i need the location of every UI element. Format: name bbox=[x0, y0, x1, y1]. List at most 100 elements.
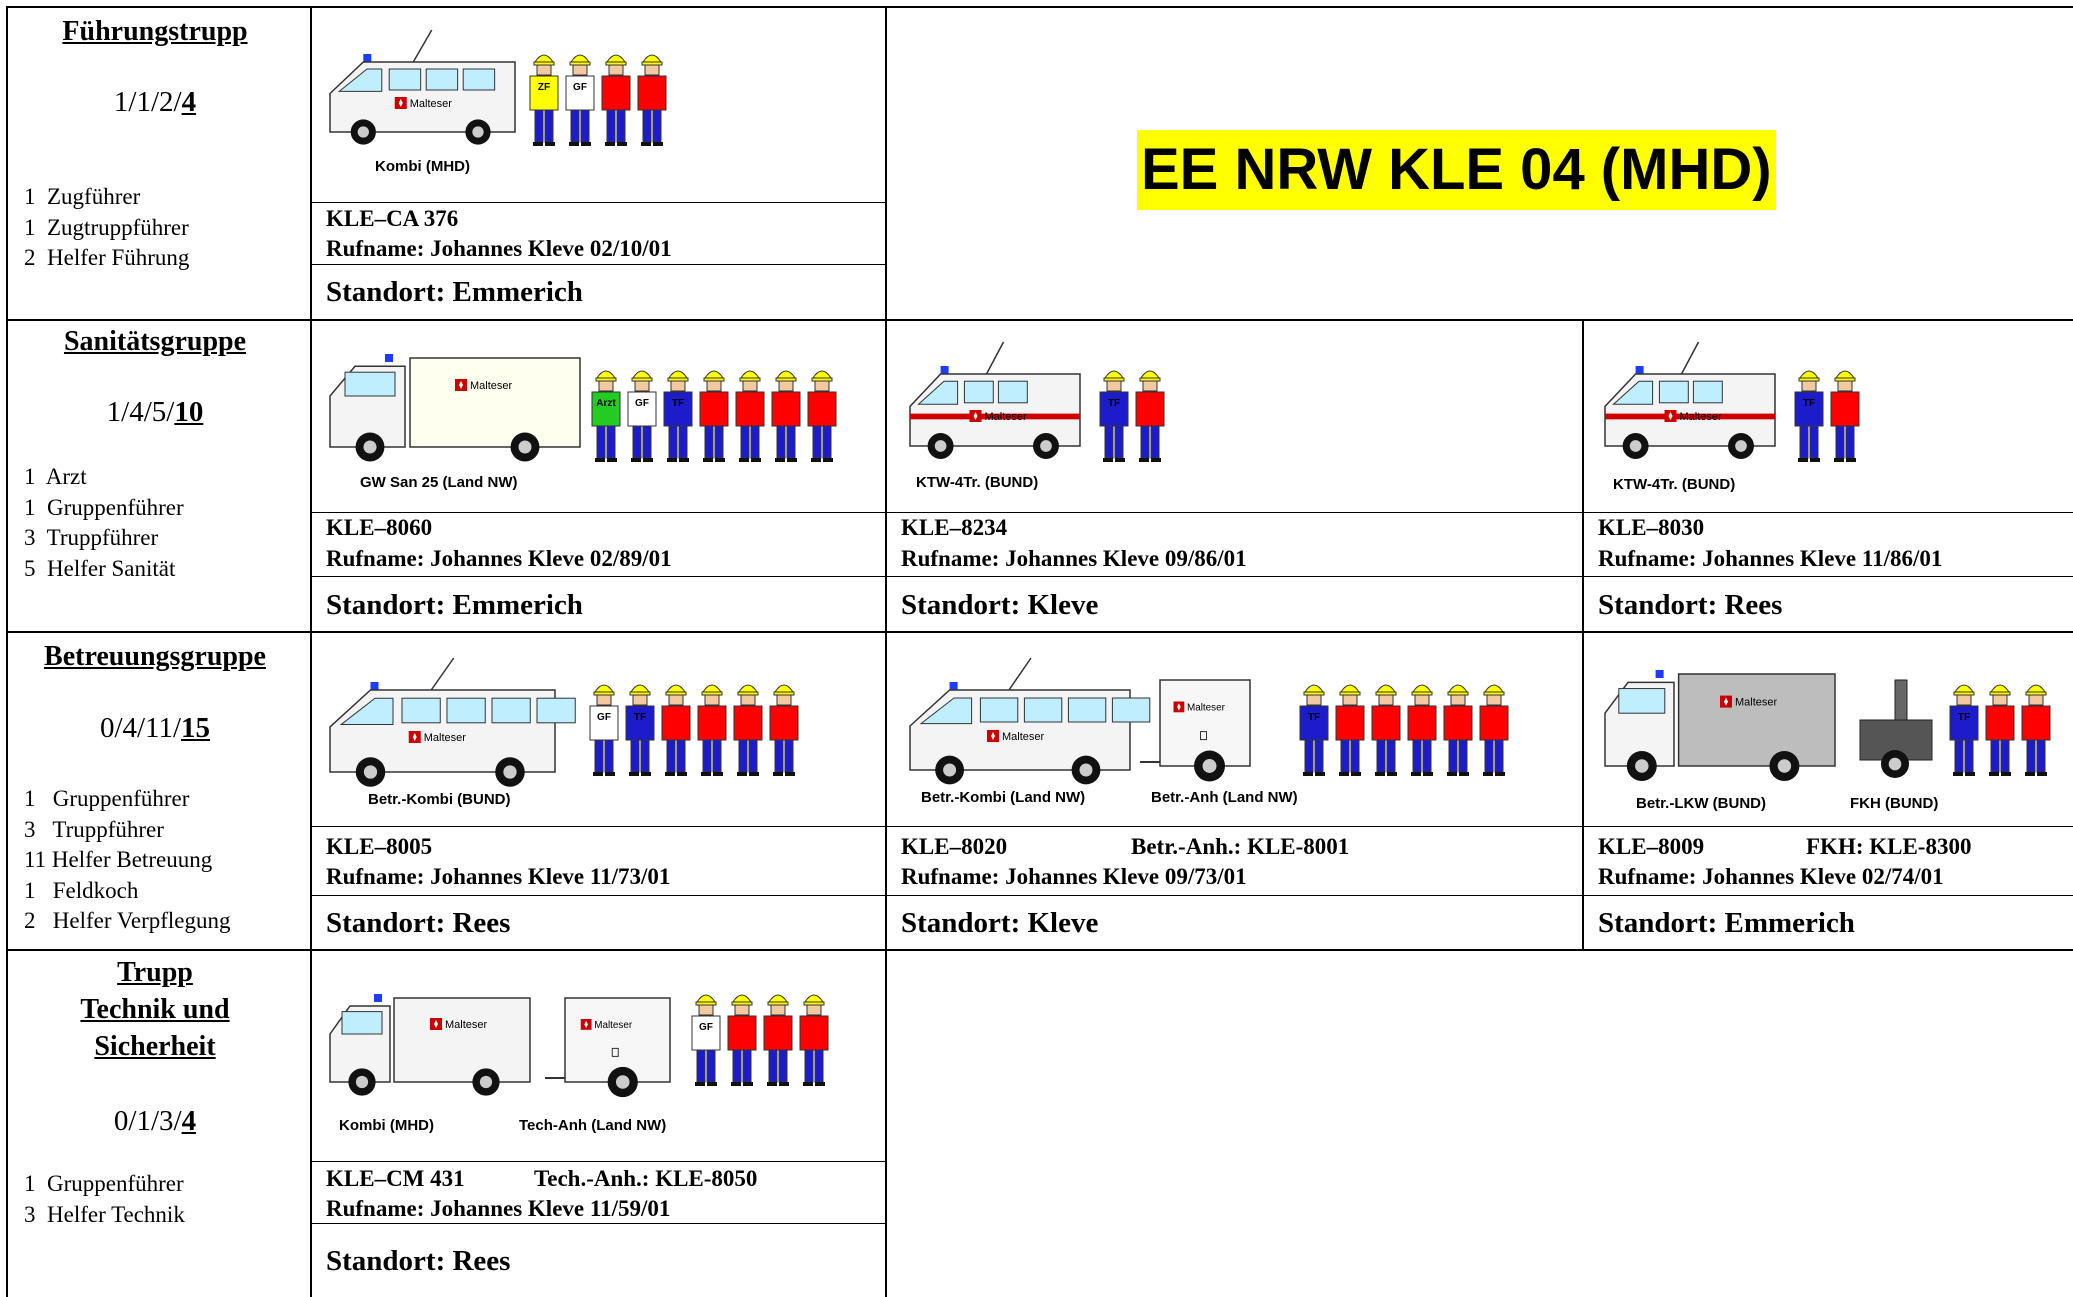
grid-top bbox=[6, 6, 2073, 8]
helmet bbox=[776, 370, 796, 379]
crew-figure: ZF bbox=[529, 54, 559, 146]
crew-figure: GF bbox=[589, 684, 619, 776]
boot bbox=[815, 1082, 825, 1086]
trouser-leg bbox=[712, 739, 722, 773]
boot bbox=[731, 1082, 741, 1086]
boot bbox=[787, 458, 797, 462]
group-formula-fuehrungstrupp: 1/1/2/4 bbox=[113, 86, 197, 118]
svg-text:Malteser: Malteser bbox=[1735, 697, 1778, 709]
vehicle-window bbox=[1023, 697, 1063, 723]
helmet bbox=[774, 684, 794, 693]
vehicle-window bbox=[425, 68, 459, 91]
helmet bbox=[1990, 684, 2010, 693]
boot bbox=[1411, 772, 1421, 776]
vehicle-standort: Standort: Rees bbox=[1598, 589, 1783, 621]
vehicle-plate: KLE–8060 bbox=[326, 515, 433, 540]
trouser-leg bbox=[784, 739, 794, 773]
crew-figure bbox=[1407, 684, 1437, 776]
role-badge: GF bbox=[573, 82, 587, 93]
vehicle-window bbox=[1618, 688, 1666, 714]
wheel-hub bbox=[355, 1075, 369, 1089]
boot bbox=[629, 772, 639, 776]
boot bbox=[1834, 458, 1844, 462]
svg-text:Malteser: Malteser bbox=[1680, 411, 1723, 423]
group-formula-betreuungsgruppe: 0/4/11/15 bbox=[99, 712, 211, 744]
svg-text:Malteser: Malteser bbox=[445, 1019, 488, 1031]
trouser-leg bbox=[704, 425, 714, 459]
trouser-leg bbox=[632, 425, 642, 459]
crew-figure bbox=[1443, 684, 1473, 776]
trouser-leg bbox=[706, 1049, 716, 1083]
trouser-leg bbox=[786, 425, 796, 459]
vehicle-label: KTW-4Tr. (BUND) bbox=[916, 474, 1039, 491]
vehicle-standort: Standort: Emmerich bbox=[326, 589, 583, 621]
role-badge: GF bbox=[635, 398, 649, 409]
role-badge: TF bbox=[1803, 398, 1815, 409]
boot bbox=[737, 772, 747, 776]
jacket bbox=[1407, 705, 1437, 741]
trouser-leg bbox=[748, 739, 758, 773]
jacket bbox=[589, 705, 619, 741]
vehicle-window bbox=[1067, 697, 1107, 723]
jacket bbox=[807, 391, 837, 427]
trouser-leg bbox=[740, 425, 750, 459]
vehicle-window bbox=[919, 697, 973, 725]
boot bbox=[631, 458, 641, 462]
trouser-leg bbox=[732, 1049, 742, 1083]
crew-figure: TF bbox=[1949, 684, 1979, 776]
crew-figure bbox=[601, 54, 631, 146]
boot bbox=[1953, 772, 1963, 776]
boot bbox=[767, 1082, 777, 1086]
vehicle-plate: KLE–8234 bbox=[901, 515, 1008, 540]
boot bbox=[569, 142, 579, 146]
wheel-hub bbox=[472, 126, 484, 138]
boot bbox=[701, 772, 711, 776]
vehicle-window bbox=[462, 68, 496, 91]
wheel-hub bbox=[363, 440, 377, 454]
helmet bbox=[1376, 684, 1396, 693]
face bbox=[770, 1004, 786, 1016]
crew-figure bbox=[807, 370, 837, 462]
boot bbox=[1139, 458, 1149, 462]
malteser-logo: Malteser bbox=[430, 1018, 488, 1031]
trouser-leg bbox=[778, 1049, 788, 1083]
helmet bbox=[704, 370, 724, 379]
boot bbox=[743, 1082, 753, 1086]
trouser-leg bbox=[1150, 425, 1160, 459]
helmet bbox=[1304, 684, 1324, 693]
vehicle-rufname: Rufname: Johannes Kleve 02/74/01 bbox=[1598, 864, 1944, 889]
vehicle-standort: Standort: Rees bbox=[326, 907, 511, 939]
vehicle-plate: KLE–8030 bbox=[1598, 515, 1705, 540]
helmet bbox=[812, 370, 832, 379]
trouser-leg bbox=[1954, 739, 1964, 773]
trouser-leg bbox=[1104, 425, 1114, 459]
boot bbox=[641, 142, 651, 146]
vehicle-window bbox=[963, 380, 994, 404]
boot bbox=[1846, 458, 1856, 462]
malteser-logo: Malteser bbox=[969, 410, 1027, 423]
boot bbox=[1339, 772, 1349, 776]
helmet bbox=[630, 684, 650, 693]
helmet bbox=[1954, 684, 1974, 693]
trouser-leg bbox=[676, 739, 686, 773]
jacket bbox=[1135, 391, 1165, 427]
jacket bbox=[727, 1015, 757, 1051]
crew-figure: TF bbox=[1099, 370, 1129, 462]
vehicle-standort: Standort: Kleve bbox=[901, 907, 1099, 939]
boot bbox=[823, 458, 833, 462]
trouser-leg bbox=[1835, 425, 1845, 459]
boot bbox=[593, 772, 603, 776]
face bbox=[1142, 380, 1158, 392]
face bbox=[1414, 694, 1430, 706]
trouser-leg bbox=[668, 425, 678, 459]
face bbox=[1837, 380, 1853, 392]
grid-row3 bbox=[6, 949, 2073, 951]
trouser-leg bbox=[594, 739, 604, 773]
boot bbox=[773, 772, 783, 776]
boot bbox=[653, 142, 663, 146]
face bbox=[734, 1004, 750, 1016]
face bbox=[806, 1004, 822, 1016]
malteser-logo: Malteser bbox=[1720, 695, 1778, 709]
helmet bbox=[606, 54, 626, 63]
vehicle-plate: KLE–8020 bbox=[901, 834, 1008, 859]
